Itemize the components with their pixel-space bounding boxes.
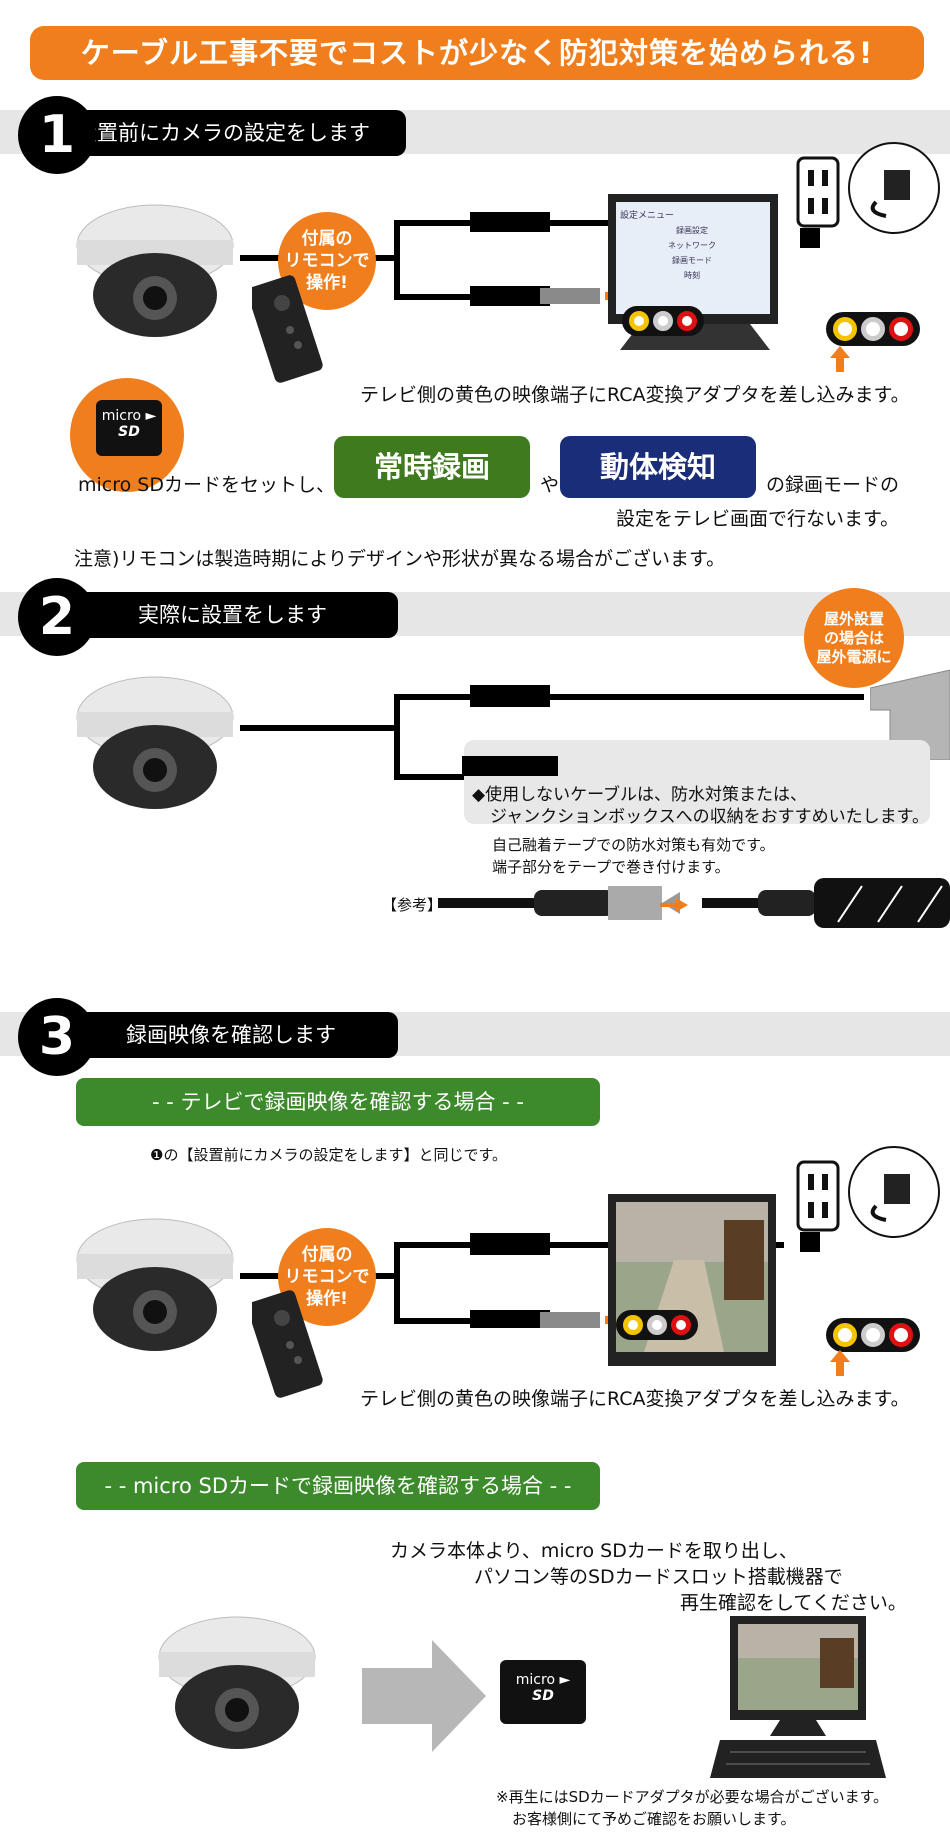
dome-camera-image	[158, 1616, 316, 1749]
tv-check-header: - - テレビで録画映像を確認する場合 - -	[76, 1078, 600, 1126]
tv-menu-item: 録画モード	[672, 256, 712, 265]
step1-title: 設置前にカメラの設定をします	[58, 110, 406, 156]
rca-yellow-port-icon	[826, 312, 920, 346]
tv-menu-item: ネットワーク	[668, 241, 716, 250]
footnote-line1: ※再生にはSDカードアダプタが必要な場合がございます。	[496, 1788, 889, 1806]
step3-title: 録画映像を確認します	[58, 1012, 398, 1058]
top-banner: ケーブル工事不要でコストが少なく防犯対策を始められる!	[30, 26, 924, 80]
dome-camera-image	[76, 676, 234, 809]
cable-note-line2: ジャンクションボックスへの収納をおすすめいたします。	[490, 807, 929, 827]
reference-label: 【参考】	[382, 896, 443, 914]
tv-menu-header: 設定メニュー	[620, 211, 675, 221]
dome-camera-image	[76, 1218, 234, 1351]
step3-number: 3	[18, 998, 96, 1076]
mode-motion-label: 動体検知	[560, 436, 756, 498]
power-outlet-icon	[796, 1160, 840, 1232]
rca-instruction-text: テレビ側の黄色の映像端子にRCA変換アダプタを差し込みます。	[360, 384, 910, 406]
sd-text-after: の録画モードの	[766, 474, 900, 496]
gray-arrow-icon	[362, 1640, 486, 1752]
sd-label-bottom: SD	[118, 424, 140, 440]
mode-or-text: や	[540, 474, 560, 496]
tv-rca-ports	[616, 1310, 698, 1340]
tape-reference-image	[438, 878, 950, 928]
plug-connector	[800, 228, 820, 248]
step2-title: 実際に設置をします	[58, 592, 398, 638]
power-outlet-icon	[796, 156, 840, 228]
tv-same-note: ❶の【設置前にカメラの設定をします】と同じです。	[150, 1146, 507, 1164]
outdoor-outlet-icon	[870, 669, 950, 760]
sd-instruction-line1: カメラ本体より、micro SDカードを取り出し、	[390, 1540, 798, 1562]
sd-instruction-line2: パソコン等のSDカードスロット搭載機器で	[474, 1566, 843, 1588]
micro-sd-card-icon: micro ► SD	[500, 1660, 586, 1724]
tv-rca-ports	[622, 306, 704, 336]
sd-text-before: micro SDカードをセットし、	[78, 474, 335, 496]
tv-monitor-image	[608, 194, 778, 350]
up-arrow-icon	[830, 1350, 850, 1376]
footnote-line2: お客様側にて予めご確認をお願いします。	[512, 1810, 796, 1828]
tv-menu-screen: 設定メニュー 録画設定 ネットワーク 録画モード 時刻	[618, 206, 766, 306]
remote-design-note: 注意)リモコンは製造時期によりデザインや形状が異なる場合がございます。	[74, 548, 726, 570]
sd-instruction-line3: 再生確認をしてください。	[680, 1592, 907, 1614]
tv-playback-image	[608, 1194, 776, 1366]
sd-label-bottom: SD	[532, 1688, 554, 1704]
pc-monitor-image	[710, 1616, 886, 1778]
tv-menu-item: 時刻	[684, 271, 700, 280]
sd-label-top: micro ►	[515, 1672, 571, 1688]
cable-note-line1: ◆使用しないケーブルは、防水対策または、	[472, 785, 808, 805]
tv-menu-item: 録画設定	[676, 226, 708, 235]
tape-note-line2: 端子部分をテープで巻き付けます。	[492, 858, 730, 876]
unused-cable-end	[462, 756, 558, 776]
sd-label-top: micro ►	[101, 408, 157, 424]
sd-text-line2: 設定をテレビ画面で行ないます。	[616, 508, 900, 530]
ac-adapter-icon	[848, 142, 940, 234]
micro-sd-card-icon: micro ► SD	[96, 400, 162, 456]
outdoor-power-bubble: 屋外設置 の場合は 屋外電源に	[804, 588, 904, 688]
cable-note-box	[464, 740, 930, 824]
mode-continuous-label: 常時録画	[334, 436, 530, 498]
ac-adapter-icon	[848, 1146, 940, 1238]
up-arrow-icon	[830, 346, 850, 372]
plug-connector	[800, 1232, 820, 1252]
step1-number: 1	[18, 96, 96, 174]
rca-instruction-text: テレビ側の黄色の映像端子にRCA変換アダプタを差し込みます。	[360, 1388, 910, 1410]
remote-control-image	[252, 275, 323, 383]
dome-camera-image	[76, 204, 234, 337]
remote-control-image	[252, 1290, 323, 1398]
rca-yellow-port-icon	[826, 1318, 920, 1352]
sd-check-header: - - micro SDカードで録画映像を確認する場合 - -	[76, 1462, 600, 1510]
tape-note-line1: 自己融着テープでの防水対策も有効です。	[492, 836, 775, 854]
step2-number: 2	[18, 578, 96, 656]
